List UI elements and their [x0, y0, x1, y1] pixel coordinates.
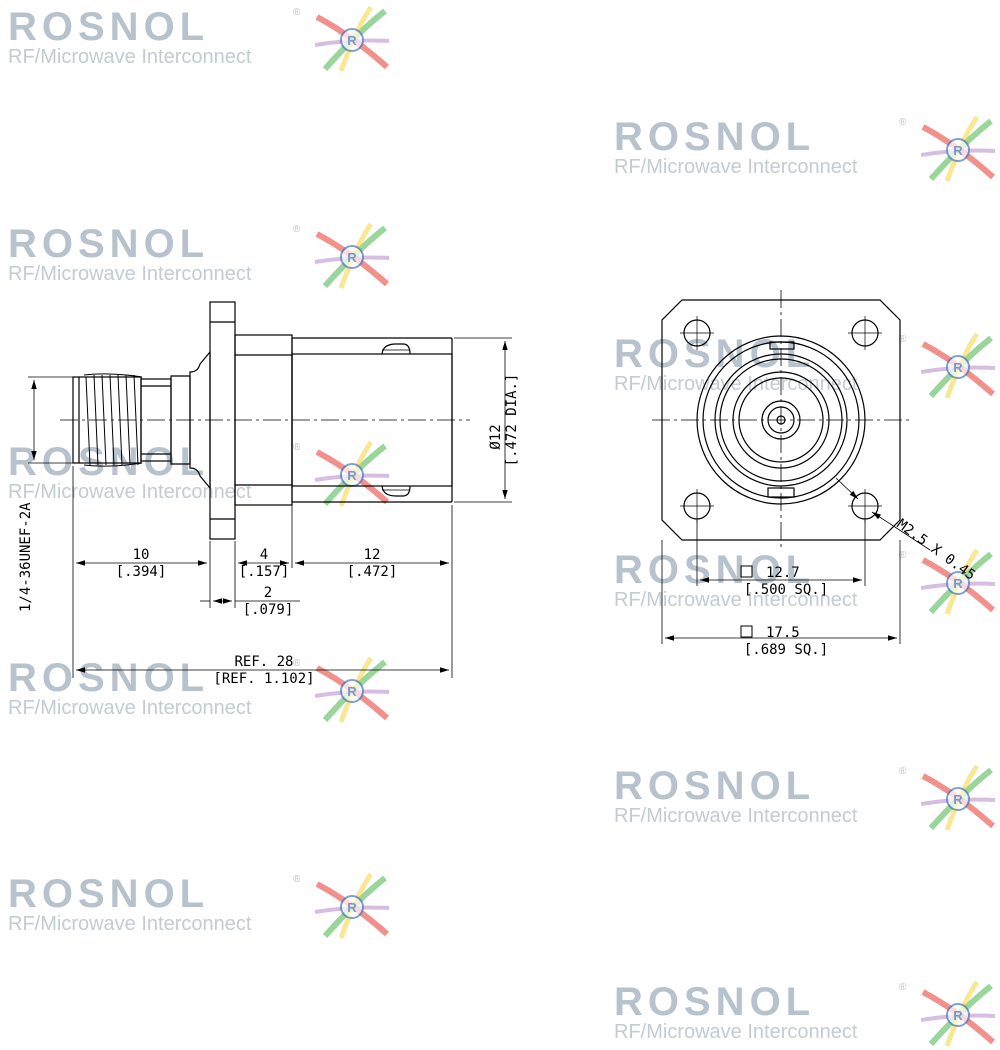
watermark-tagline: RF/Microwave Interconnect [614, 156, 858, 178]
watermark-tagline: RF/Microwave Interconnect [8, 46, 252, 68]
flange-square [661, 299, 901, 541]
registered-mark: ® [293, 224, 301, 235]
watermark-logo: ROSNOL ® RF/Microwave Interconnect R [614, 115, 996, 185]
watermark-logo: ROSNOL ® RF/Microwave Interconnect R [614, 548, 996, 618]
watermark-logo: ROSNOL ® RF/Microwave Interconnect R [8, 222, 390, 292]
rosnol-logo-icon: R [314, 5, 390, 72]
watermark-logo: ROSNOL ® RF/Microwave Interconnect R [8, 872, 390, 942]
connector-drawing: 1/4-36UNEF-2A Ø12 [.472 DIA.] 10 [.394] … [18, 290, 978, 687]
watermark-brand: ROSNOL [614, 548, 816, 592]
rear-length-metric: 12 [364, 547, 381, 563]
bayonet-pin-bottom [381, 485, 411, 497]
bayonet-pin-top [381, 343, 411, 355]
mounting-holes [680, 316, 882, 523]
watermark-tagline: RF/Microwave Interconnect [8, 481, 252, 503]
watermark-tagline: RF/Microwave Interconnect [614, 1021, 858, 1043]
rosnol-logo-icon: R [920, 764, 996, 831]
logo-letter: R [953, 1008, 963, 1023]
watermark-brand: ROSNOL [614, 764, 816, 808]
watermark-tagline: RF/Microwave Interconnect [614, 373, 858, 395]
registered-mark: ® [899, 982, 907, 993]
rosnol-logo-icon: R [920, 548, 996, 615]
front-view [652, 290, 912, 550]
side-view [60, 301, 470, 540]
flange-thickness-metric: 2 [264, 585, 272, 601]
insulator [761, 400, 801, 440]
bayonet-lug-bottom [767, 487, 795, 498]
watermark-tagline: RF/Microwave Interconnect [8, 263, 252, 285]
rosnol-logo-icon: R [314, 872, 390, 939]
registered-mark: ® [899, 550, 907, 561]
logo-letter: R [347, 468, 357, 483]
body-length-metric: 4 [260, 547, 268, 563]
rosnol-logo-icon: R [920, 115, 996, 182]
diameter-inch-label: [.472 DIA.] [504, 374, 520, 467]
watermark-logo: ROSNOL ® RF/Microwave Interconnect R [8, 5, 390, 75]
logo-letter: R [953, 576, 963, 591]
logo-letter: R [347, 33, 357, 48]
logo-letter: R [347, 684, 357, 699]
bayonet-lug-top [769, 341, 795, 350]
logo-letter: R [347, 900, 357, 915]
watermark-tagline: RF/Microwave Interconnect [8, 697, 252, 719]
body-outer-ring [696, 335, 866, 505]
center-contact [776, 415, 786, 425]
watermark-tagline: RF/Microwave Interconnect [614, 805, 858, 827]
rosnol-logo-icon: R [920, 332, 996, 399]
hole-spacing-metric: 12.7 [766, 565, 800, 581]
flange-thickness-inch: [.079] [243, 602, 294, 618]
hole-spacing-inch: [.500 SQ.] [744, 582, 828, 598]
logo-letter: R [347, 250, 357, 265]
rosnol-logo-icon: R [314, 222, 390, 289]
registered-mark: ® [899, 117, 907, 128]
overall-length-metric: REF. 28 [234, 654, 293, 670]
registered-mark: ® [293, 658, 301, 669]
logo-letter: R [953, 360, 963, 375]
watermark-brand: ROSNOL [8, 656, 210, 700]
watermark-logo: ROSNOL ® RF/Microwave Interconnect R [614, 764, 996, 834]
rosnol-logo-icon: R [314, 440, 390, 507]
watermark-brand: ROSNOL [8, 222, 210, 266]
registered-mark: ® [293, 7, 301, 18]
flange-size-inch: [.689 SQ.] [744, 642, 828, 658]
watermark-tagline: RF/Microwave Interconnect [8, 913, 252, 935]
watermark-brand: ROSNOL [8, 872, 210, 916]
flange-size-metric: 17.5 [766, 625, 800, 641]
watermark-brand: ROSNOL [8, 5, 210, 49]
rear-length-inch: [.472] [347, 564, 398, 580]
screw-thread-label: M2.5 X 0.45 [894, 516, 978, 583]
watermark-brand: ROSNOL [614, 115, 816, 159]
logo-letter: R [953, 792, 963, 807]
thread-spec-label: 1/4-36UNEF-2A [18, 502, 34, 612]
logo-letter: R [953, 143, 963, 158]
registered-mark: ® [293, 874, 301, 885]
registered-mark: ® [899, 334, 907, 345]
body-length-inch: [.157] [239, 564, 290, 580]
side-dimensions [28, 337, 512, 678]
front-dimensions [661, 477, 931, 644]
registered-mark: ® [293, 442, 301, 453]
overall-length-inch: [REF. 1.102] [213, 671, 314, 687]
diameter-metric-label: Ø12 [488, 424, 504, 449]
flange [209, 301, 236, 540]
registered-mark: ® [899, 766, 907, 777]
thread-length-metric: 10 [133, 547, 150, 563]
watermark-tagline: RF/Microwave Interconnect [614, 589, 858, 611]
thread-length-inch: [.394] [116, 564, 167, 580]
